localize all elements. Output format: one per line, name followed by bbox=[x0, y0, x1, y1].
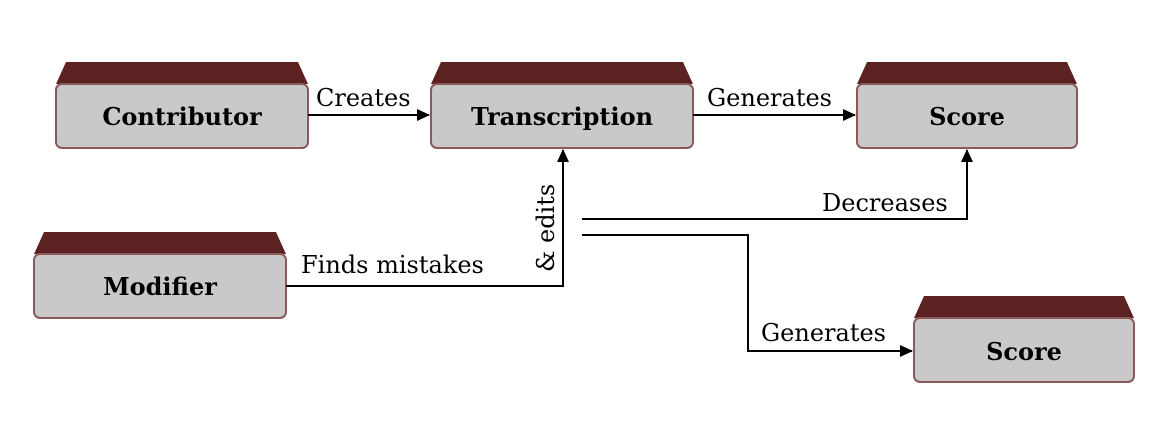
edge-decreases-label: Decreases bbox=[822, 189, 948, 217]
edge-generates-top: Generates bbox=[693, 84, 856, 121]
modifier-label: Modifier bbox=[103, 272, 217, 301]
transcription-label: Transcription bbox=[471, 102, 653, 131]
transcription-node-top bbox=[431, 62, 693, 84]
edge-finds-mistakes-label: Finds mistakes bbox=[301, 251, 484, 279]
score-bottom-node-face bbox=[913, 317, 1135, 383]
edge-edits-label: & edits bbox=[532, 184, 560, 272]
edge-creates: Creates bbox=[308, 84, 430, 121]
score-bottom-label: Score bbox=[986, 337, 1062, 366]
edge-decreases-line bbox=[582, 149, 973, 220]
edge-generates-bottom: Generates bbox=[582, 234, 913, 357]
score-top-node-top bbox=[857, 62, 1077, 84]
edge-generates-top-label: Generates bbox=[707, 84, 832, 112]
edge-finds-mistakes-line bbox=[286, 149, 569, 287]
score-bottom-node: Score bbox=[913, 296, 1135, 383]
transcription-node: Transcription bbox=[430, 62, 694, 149]
score-top-node: Score bbox=[856, 62, 1078, 149]
contributor-node: Contributor bbox=[55, 62, 309, 149]
edge-generates-bottom-label: Generates bbox=[761, 319, 886, 347]
edge-generates-bottom-line bbox=[582, 234, 913, 357]
score-bottom-node-top bbox=[914, 296, 1134, 318]
edge-finds-mistakes: Finds mistakes & edits bbox=[286, 149, 569, 287]
contributor-label: Contributor bbox=[102, 102, 262, 131]
contributor-node-top bbox=[56, 62, 308, 84]
modifier-node-top bbox=[34, 232, 286, 254]
score-top-label: Score bbox=[929, 102, 1005, 131]
edge-creates-label: Creates bbox=[316, 84, 411, 112]
edge-decreases: Decreases bbox=[582, 149, 973, 220]
score-top-node-face bbox=[856, 83, 1078, 149]
modifier-node: Modifier bbox=[33, 232, 287, 319]
